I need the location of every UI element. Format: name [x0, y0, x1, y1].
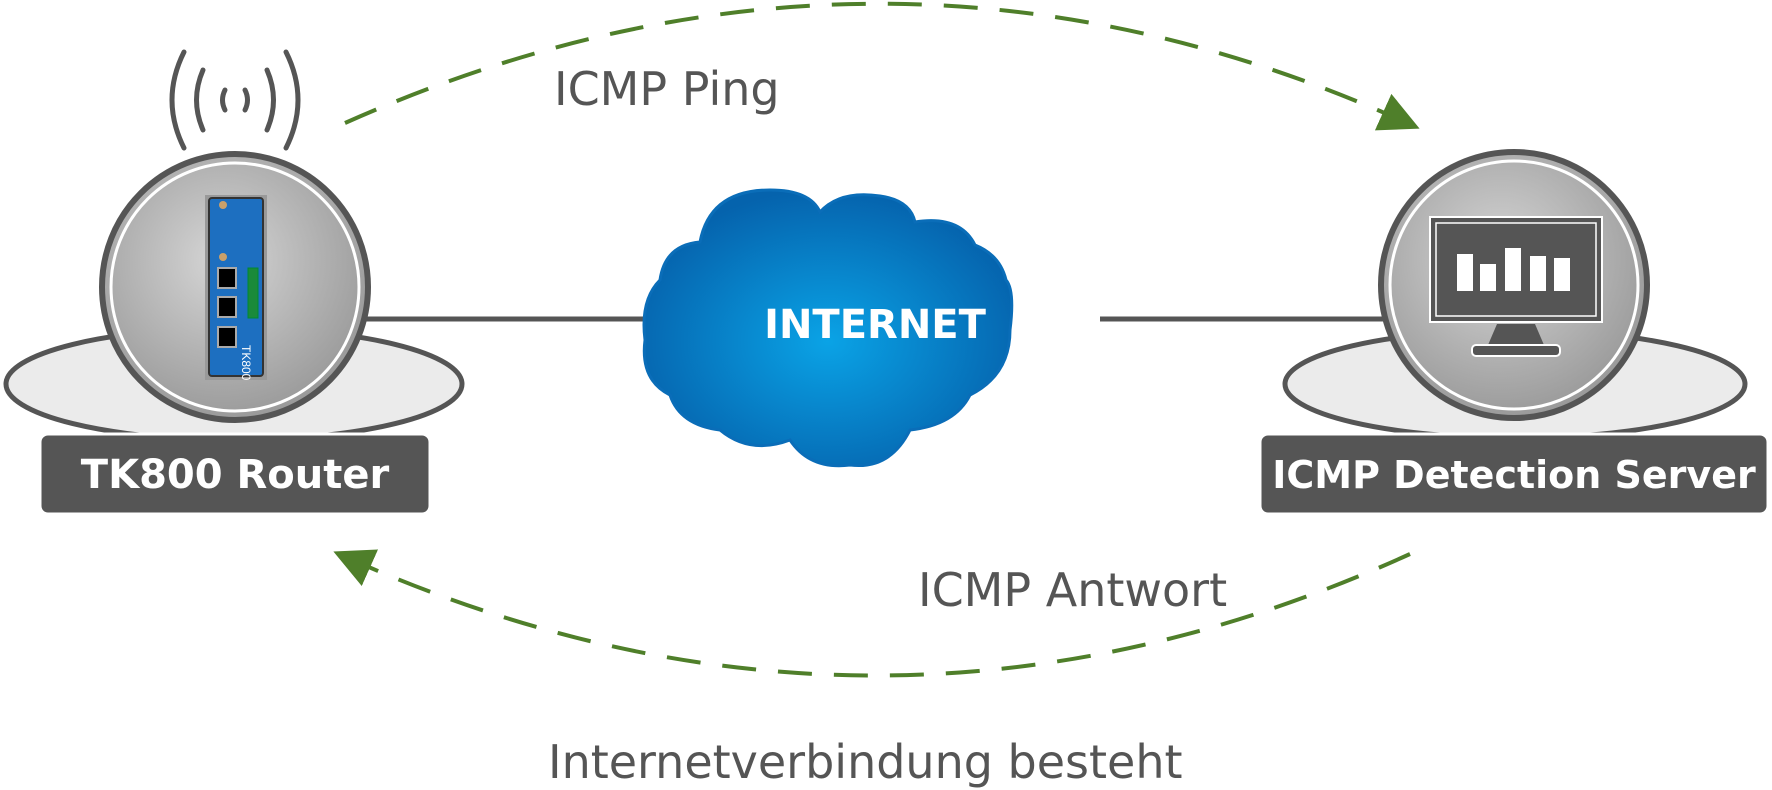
wifi-icon	[169, 49, 301, 151]
monitor-chart-icon	[1429, 216, 1603, 357]
router-device-icon: TK800	[205, 195, 267, 381]
server-node: ICMP Detection Server	[1258, 149, 1770, 516]
internet-cloud: INTERNET	[642, 188, 1014, 468]
server-label: ICMP Detection Server	[1272, 453, 1756, 497]
icmp-reply-label: ICMP Antwort	[918, 563, 1227, 617]
connection-status-label: Internetverbindung besteht	[548, 735, 1183, 789]
internet-label: INTERNET	[764, 302, 987, 348]
icmp-ping-arrow	[344, 1, 1420, 131]
router-label: TK800 Router	[81, 452, 390, 498]
device-model-text: TK800	[239, 345, 253, 381]
router-node: TK800 TK800 Router	[3, 49, 465, 516]
icmp-reply-arrow	[333, 549, 1411, 678]
icmp-ping-label: ICMP Ping	[554, 62, 780, 116]
